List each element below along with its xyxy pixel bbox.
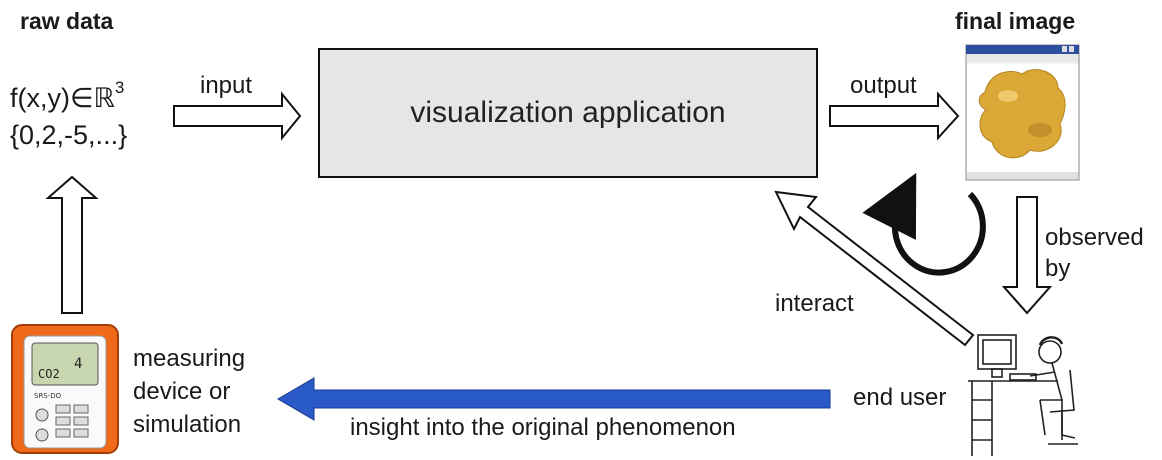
- formula-main: f(x,y)∈ℝ: [10, 83, 115, 113]
- measuring-label-line2: device or: [133, 378, 231, 405]
- device-brand: SRS-DO: [34, 392, 62, 400]
- formula-superscript: 3: [114, 78, 125, 97]
- observed-label-line1: observed: [1045, 224, 1144, 251]
- device-display-right: 4: [74, 356, 82, 372]
- output-label: output: [850, 72, 917, 99]
- final-image-title: final image: [955, 8, 1076, 34]
- observed-by-arrow: [1001, 196, 1053, 315]
- raw-data-title: raw data: [20, 8, 114, 34]
- end-user-figure: [968, 334, 1078, 456]
- values-text: {0,2,-5,...}: [10, 120, 128, 150]
- end-user-label: end user: [853, 384, 947, 411]
- visualization-application-box: visualization application: [318, 48, 818, 178]
- measuring-label-line1: measuring: [133, 345, 246, 372]
- input-arrow: [173, 91, 302, 141]
- device-display-left: CO2: [38, 367, 60, 381]
- interact-arrow: [774, 190, 975, 347]
- formula-text: f(x,y)∈ℝ3: [10, 78, 124, 114]
- insight-arrow: [277, 377, 831, 421]
- measuring-device: CO2 4 SRS-DO: [11, 324, 119, 454]
- device-to-data-arrow: [45, 175, 99, 314]
- interact-label: interact: [775, 290, 854, 317]
- input-label: input: [200, 72, 253, 99]
- visualization-application-label: visualization application: [410, 96, 726, 129]
- insight-label: insight into the original phenomenon: [350, 414, 736, 441]
- measuring-label-line3: simulation: [133, 411, 242, 438]
- output-arrow: [829, 91, 960, 141]
- final-image-window: [965, 44, 1080, 181]
- observed-label-line2: by: [1045, 255, 1071, 282]
- loop-arrow: [862, 172, 986, 276]
